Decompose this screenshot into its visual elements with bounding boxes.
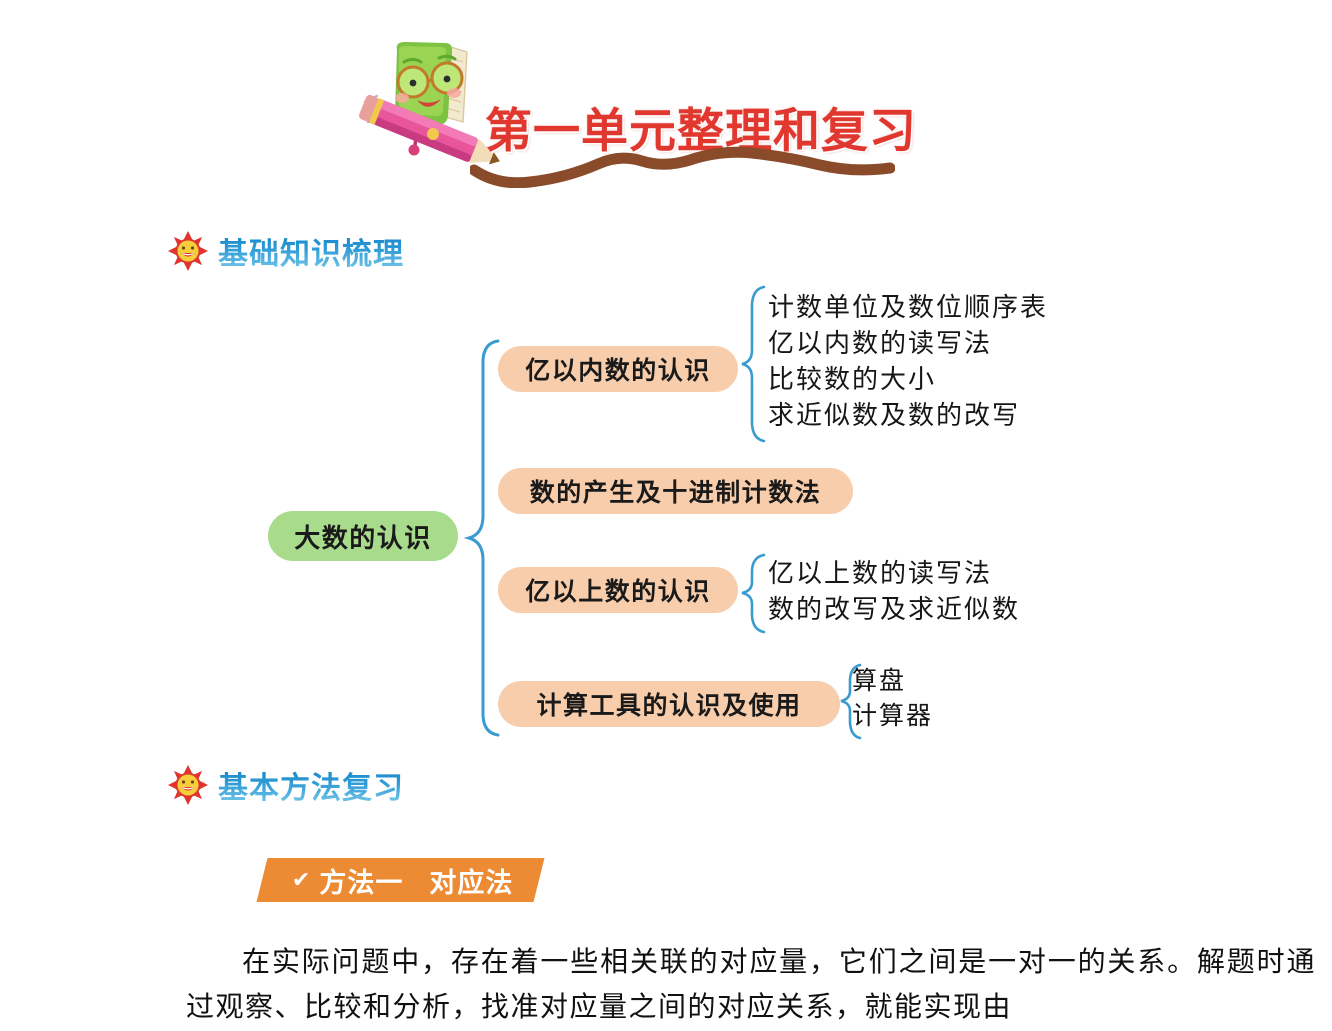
leaf-item: 计算器 [852,702,934,730]
page-title: 第一单元整理和复习 [485,104,917,159]
method-banner[interactable]: ✔ 方法一 对应法 [256,858,545,902]
title-banner: 第一单元整理和复习 [355,30,916,188]
section-heading-methods: 基本方法复习 [168,762,404,808]
section-heading-basics: 基础知识梳理 [168,228,404,274]
leaf-item: 亿以内数的读写法 [768,328,993,358]
check-icon: ✔ [292,867,312,892]
mindmap-branch-3-leaves: 亿以上数的读写法 数的改写及求近似数 [768,556,1020,628]
leaf-item: 求近似数及数的改写 [768,400,1021,430]
mindmap-branch-node-1[interactable]: 亿以内数的认识 [498,346,738,392]
decorative-squiggle [470,146,895,188]
sun-smiley-icon [168,765,208,805]
branch-1-brace [741,285,766,443]
section-heading-label: 基础知识梳理 [218,229,404,273]
sun-smiley-icon [168,231,208,271]
method-paragraph: 在实际问题中，存在着一些相关联的对应量，它们之间是一对一的关系。解题时通过观察、… [186,947,1316,1024]
mindmap-branch-1-leaves: 计数单位及数位顺序表 亿以内数的读写法 比较数的大小 求近似数及数的改写 [768,290,1048,434]
leaf-item: 计数单位及数位顺序表 [768,293,1049,322]
mindmap-branch-node-3[interactable]: 亿以上数的认识 [498,567,738,613]
branch-4-brace [840,663,862,740]
leaf-item: 亿以上数的读写法 [768,559,993,588]
root-brace [463,339,500,737]
mindmap-branch-node-2[interactable]: 数的产生及十进制计数法 [498,468,853,514]
book-character-with-pencil-icon [359,42,500,165]
method-banner-inner: ✔ 方法一 对应法 [292,861,513,900]
method-name-label: 对应法 [429,867,514,899]
leaf-item: 算盘 [852,668,907,695]
mindmap: 大数的认识 亿以内数的认识 计数单位及数位顺序表 亿以内数的读写法 比较数的大小… [240,280,1330,750]
mindmap-root-node[interactable]: 大数的认识 [268,511,458,561]
mindmap-branch-4-leaves: 算盘 计算器 [852,665,933,734]
leaf-item: 比较数的大小 [768,364,937,394]
section-heading-label: 基本方法复习 [218,763,404,807]
mindmap-branch-node-4[interactable]: 计算工具的认识及使用 [498,681,840,727]
leaf-item: 数的改写及求近似数 [768,594,1021,624]
branch-3-brace [741,553,766,634]
method-number-label: 方法一 [319,867,404,899]
